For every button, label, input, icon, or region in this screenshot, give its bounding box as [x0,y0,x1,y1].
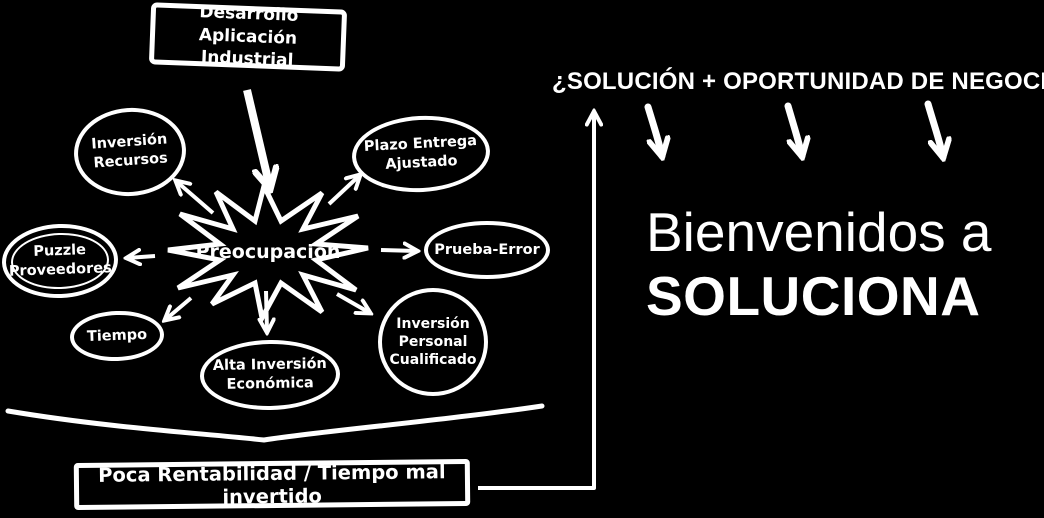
node-label-line: Prueba-Error [434,241,540,258]
welcome-block: Bienvenidos a SOLUCIONA [646,200,992,328]
node-label-line: Aplicación Industrial [198,24,298,72]
arrow-to-plazo-entrega [327,175,360,206]
node-label-line: Inversión [396,315,470,332]
arrow-desarrollo-to-preocupacion [243,89,270,188]
down-arrow-1 [644,103,662,156]
node-prueba-error: Prueba-Error [424,221,550,279]
welcome-line: Bienvenidos a [646,201,992,263]
arrow-to-puzzle-proveedores [127,256,156,258]
connector-conclusion-to-solution [478,112,594,490]
node-label-line: Tiempo [86,326,148,345]
preocupacion-starburst-shape [167,178,369,326]
node-label-line: Puzzle [33,242,87,261]
node-conclusion: Poca Rentabilidad / Tiempo mal invertido [73,458,471,511]
node-label-line: Recursos [93,150,169,172]
node-label-line: Proveedores [8,260,112,280]
brand-name: SOLUCIONA [646,265,981,327]
node-inversion-personal-cualificado: Inversión Personal Cualificado [378,288,488,396]
node-label-line: Económica [226,375,314,393]
summary-brace [5,403,545,443]
arrow-to-alta-inversion [266,290,267,332]
arrow-to-prueba-error [380,250,417,251]
arrow-to-tiempo [165,296,193,320]
node-label-line: Cualificado [389,352,477,369]
node-label-line: Ajustado [384,153,458,173]
conclusion-label: Poca Rentabilidad / Tiempo mal invertido [98,459,446,509]
down-arrow-2 [784,102,802,156]
down-arrow-3 [924,100,943,157]
node-label-line: Personal [398,333,468,350]
solution-headline: ¿SOLUCIÓN + OPORTUNIDAD DE NEGOCIO? [552,68,1044,95]
arrow-to-inversion-personal [336,292,370,313]
node-preocupacion-label: Preocupación [195,241,341,263]
arrow-to-inversion-recursos [176,181,215,215]
node-label-line: Alta Inversión [212,356,327,375]
node-desarrollo-aplicacion-industrial: Desarrollo Aplicación Industrial [148,2,348,72]
